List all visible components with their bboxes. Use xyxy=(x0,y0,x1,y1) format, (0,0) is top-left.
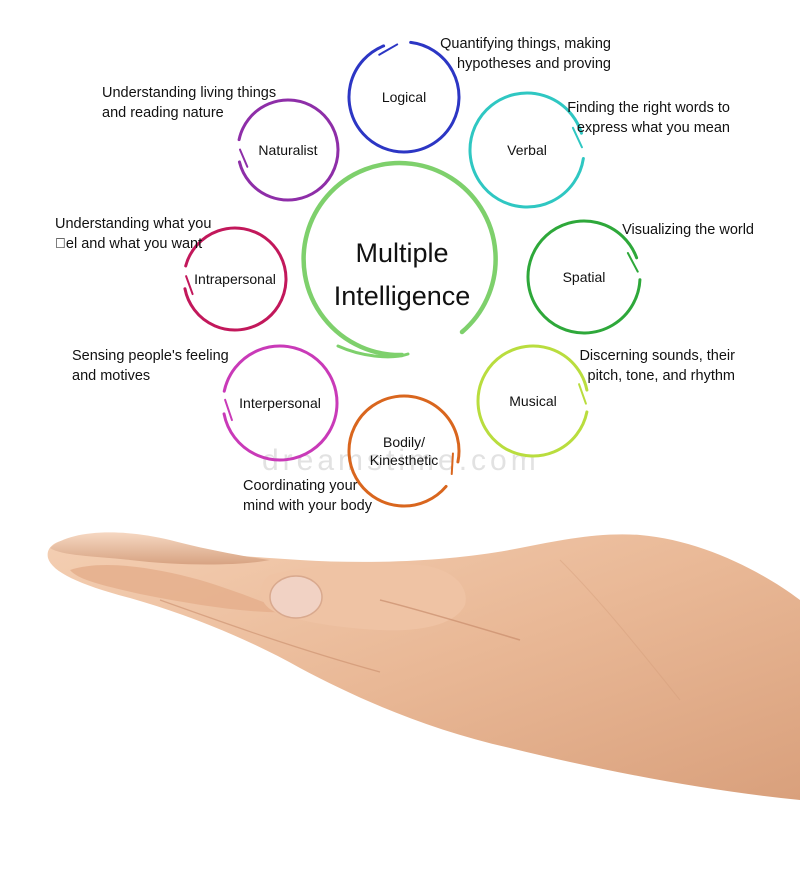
description-musical: pitch, tone, and rhythm xyxy=(588,368,736,384)
ring-tail-musical xyxy=(578,383,587,405)
description-logical: hypotheses and proving xyxy=(457,56,611,72)
center-circle-tail xyxy=(336,344,410,359)
description-verbal: Finding the right words to xyxy=(567,100,730,116)
open-palm-hand-image xyxy=(47,532,800,800)
node-spatial: Spatial Visualizing the world xyxy=(526,219,754,335)
ring-logical xyxy=(347,40,461,154)
ring-tail-interpersonal xyxy=(224,398,233,422)
description-intrapersonal:  el and what you want xyxy=(55,236,202,252)
node-label-interpersonal: Interpersonal xyxy=(239,395,321,411)
ring-interpersonal xyxy=(222,344,339,462)
node-label-logical: Logical xyxy=(382,89,426,105)
watermark-text: dreamstime.com xyxy=(262,444,540,477)
node-label-intrapersonal: Intrapersonal xyxy=(194,271,276,287)
node-label-bodily-kinesthetic: Bodily/ xyxy=(383,434,425,450)
description-bodily-kinesthetic: Coordinating your xyxy=(243,478,358,494)
center-node: Multiple Intelligence xyxy=(301,160,498,359)
ring-tail-logical xyxy=(378,43,399,56)
description-bodily-kinesthetic: mind with your body xyxy=(243,498,373,514)
description-spatial: Visualizing the world xyxy=(622,222,754,238)
ring-tail-naturalist xyxy=(239,148,249,168)
center-title-line1: Multiple xyxy=(355,238,448,268)
ring-spatial xyxy=(526,219,642,335)
node-label-spatial: Spatial xyxy=(563,269,606,285)
ring-musical xyxy=(476,344,589,458)
description-musical: Discerning sounds, their xyxy=(579,348,735,364)
node-naturalist: Naturalist Understanding living things and… xyxy=(102,85,340,202)
ring-intrapersonal xyxy=(183,226,288,332)
node-intrapersonal: Intrapersonal Understanding what you  el a… xyxy=(55,216,288,332)
description-logical: Quantifying things, making xyxy=(440,36,611,52)
description-naturalist: and reading nature xyxy=(102,105,224,121)
node-label-naturalist: Naturalist xyxy=(258,142,317,158)
description-interpersonal: Sensing people's feeling xyxy=(72,348,229,364)
node-label-verbal: Verbal xyxy=(507,142,547,158)
node-interpersonal: Interpersonal Sensing people's feeling and… xyxy=(72,344,339,462)
node-verbal: Verbal Finding the right words to express … xyxy=(468,91,730,209)
ring-tail-intrapersonal xyxy=(185,275,194,296)
ring-verbal xyxy=(468,91,585,209)
node-label-musical: Musical xyxy=(509,393,556,409)
center-circle xyxy=(301,160,498,358)
node-label-bodily-kinesthetic: Kinesthetic xyxy=(370,452,438,468)
center-title-line2: Intelligence xyxy=(334,281,471,311)
node-musical: Musical Discerning sounds, their pitch, to… xyxy=(476,344,736,458)
ring-naturalist xyxy=(237,98,340,202)
node-logical: Logical Quantifying things, making hypothe… xyxy=(347,36,611,154)
description-interpersonal: and motives xyxy=(72,368,150,384)
ring-bodily-kinesthetic xyxy=(347,394,461,508)
description-naturalist: Understanding living things xyxy=(102,85,276,101)
intelligence-nodes: Logical Quantifying things, making hypothe… xyxy=(55,36,754,514)
description-verbal: express what you mean xyxy=(577,120,730,136)
description-intrapersonal: Understanding what you xyxy=(55,216,211,232)
ring-tail-bodily-kinesthetic xyxy=(450,452,454,476)
ring-tail-spatial xyxy=(626,252,639,273)
ring-tail-verbal xyxy=(571,126,583,149)
